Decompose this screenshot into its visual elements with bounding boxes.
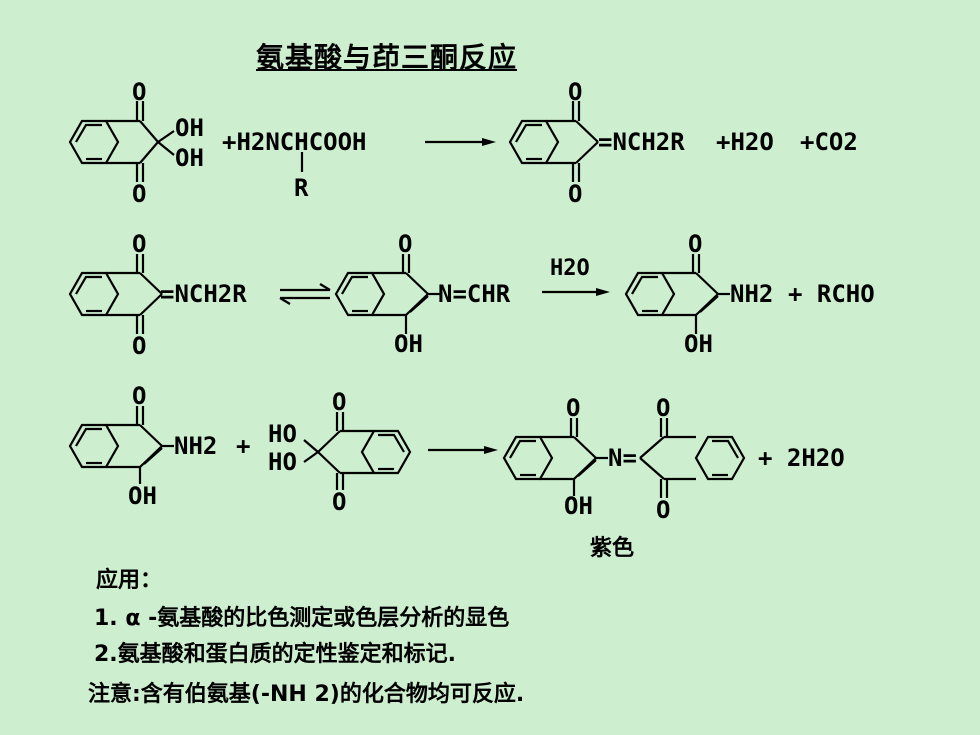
product-o-bottom: O — [568, 180, 583, 208]
caution-note: 注意:含有伯氨基(-NH 2)的化合物均可反应. — [88, 682, 525, 707]
purple-oh: OH — [564, 492, 593, 520]
imine-o-top: O — [132, 230, 147, 258]
schiff-o-top: O — [398, 230, 413, 258]
ninhydrin-structure — [68, 101, 175, 182]
second-ninhydrin-structure — [303, 412, 412, 490]
amine-o-top: O — [132, 382, 147, 410]
ninhydrin-ho-1: HO — [268, 420, 297, 448]
aldehyde-product: + RCHO — [788, 280, 875, 308]
water-byproduct: + 2H2O — [758, 444, 845, 472]
co2-product: +CO2 — [800, 128, 858, 156]
aminoindanone-oh: OH — [684, 330, 713, 358]
purple-n-bridge: N= — [608, 444, 637, 472]
ruhemann-intermediate-structure — [508, 101, 599, 182]
ruhemann-purple-structure — [502, 418, 746, 498]
equilibrium-arrows — [279, 283, 331, 305]
amino-group: NH2 — [730, 280, 774, 308]
ninhydrin-oh-2: OH — [175, 144, 204, 172]
imine-structure — [68, 254, 163, 334]
ninhydrin2-o-top: O — [332, 388, 347, 416]
page-title: 氨基酸与茚三酮反应 — [256, 41, 518, 74]
amino-indanone-structure — [624, 254, 730, 334]
amine-nh2: NH2 — [174, 432, 218, 460]
aminoindanone-o-top: O — [688, 230, 703, 258]
purple-color-label: 紫色 — [590, 536, 635, 561]
schiff-base-group: N=CHR — [438, 280, 511, 308]
amino-acid-formula: +H2NCHCOOH — [222, 128, 367, 156]
purple-o-bottom-right: O — [656, 496, 671, 524]
application-heading: 应用： — [96, 568, 163, 593]
plus-sign: + — [236, 432, 251, 460]
ninhydrin2-o-bottom: O — [332, 488, 347, 516]
ninhydrin-o-bottom: O — [132, 180, 147, 208]
product-o-top: O — [568, 78, 583, 106]
ninhydrin-o-top: O — [132, 78, 147, 106]
amine-oh: OH — [128, 482, 157, 510]
purple-o-top-right: O — [656, 394, 671, 422]
amino-acid-r-group: R — [294, 174, 309, 202]
hydrolysis-reagent: H2O — [550, 256, 590, 281]
water-product: +H2O — [716, 128, 774, 156]
ninhydrin-ho-2: HO — [268, 448, 297, 476]
imine-o-bottom: O — [132, 332, 147, 360]
imine-group: =NCH2R — [160, 280, 247, 308]
schiff-oh: OH — [394, 330, 423, 358]
application-item-1: 1. α -氨基酸的比色测定或色层分析的显色 — [94, 606, 510, 631]
product-imine-group: =NCH2R — [598, 128, 685, 156]
application-item-2: 2.氨基酸和蛋白质的定性鉴定和标记. — [94, 642, 457, 667]
amine-reactant-structure — [68, 406, 174, 484]
purple-o-left: O — [566, 394, 581, 422]
ninhydrin-oh-1: OH — [175, 114, 204, 142]
schiff-base-structure — [334, 254, 440, 334]
